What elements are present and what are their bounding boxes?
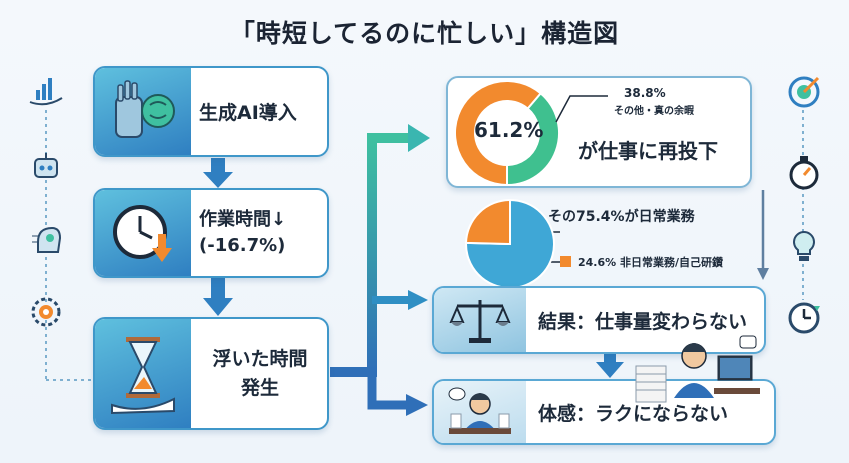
- donut-other-label: その他・真の余暇: [614, 106, 694, 117]
- overworked-person-icon: [635, 335, 760, 403]
- lightbulb-icon: [784, 226, 824, 266]
- donut-slice-1: [506, 91, 560, 186]
- step-work-time-pct: (-16.7%): [199, 235, 286, 256]
- ai-head-icon: [28, 222, 64, 258]
- hourglass-hand-icon: [95, 319, 191, 428]
- pie-chart-daily: [464, 198, 555, 289]
- robot-icon: [28, 150, 64, 186]
- step-free-time: 浮いた時間 発生: [93, 317, 329, 430]
- result-card: 結果：仕事量変わらない: [432, 286, 766, 354]
- arrow-to-donut: [330, 133, 410, 377]
- step-ai-label: 生成AI導入: [199, 102, 297, 124]
- scale-icon: [434, 288, 526, 352]
- page-title: 「時短してるのに忙しい」構造図: [229, 19, 620, 48]
- pie2-sub-label: 24.6% 非日常業務/自己研鑽: [578, 256, 724, 269]
- step-free-time-line2: 発生: [240, 376, 279, 399]
- feeling-label: 体感：ラクにならない: [538, 402, 729, 425]
- step-work-time-reduced: 作業時間↓ (-16.7%): [93, 188, 329, 278]
- tired-worker-icon: [434, 381, 526, 443]
- pie2-main-label: その75.4%が日常業務: [548, 209, 695, 225]
- growth-chart-hand-icon: [28, 72, 64, 108]
- donut-slice-0: [454, 80, 543, 186]
- target-arrow-icon: [784, 72, 824, 112]
- arrow-down-1: [203, 158, 233, 188]
- donut-other-pct: 38.8%: [624, 86, 666, 100]
- step-ai-adoption: 生成AI導入: [93, 66, 329, 157]
- pie2-slice-0: [465, 198, 555, 289]
- clock-down-icon: [95, 190, 191, 276]
- donut-card: 61.2% 38.8% その他・真の余暇 が仕事に再投下: [446, 76, 752, 188]
- donut-center-value: 61.2%: [474, 118, 544, 142]
- clock-cycle-icon: [784, 298, 824, 338]
- step-work-time-label: 作業時間↓: [199, 208, 287, 230]
- step-free-time-line1: 浮いた時間: [212, 348, 308, 370]
- target-gear-icon: [28, 294, 64, 330]
- stopwatch-icon: [784, 152, 824, 192]
- result-label: 結果：仕事量変わらない: [538, 310, 748, 333]
- donut-chart: [454, 80, 560, 186]
- pie2-legend-swatch: [560, 256, 571, 267]
- arrow-to-feeling: [367, 372, 408, 410]
- arrow-down-2: [203, 278, 233, 316]
- pie2-slice-1: [464, 198, 511, 246]
- robot-hand-brain-icon: [95, 68, 191, 155]
- donut-caption: が仕事に再投下: [578, 138, 718, 163]
